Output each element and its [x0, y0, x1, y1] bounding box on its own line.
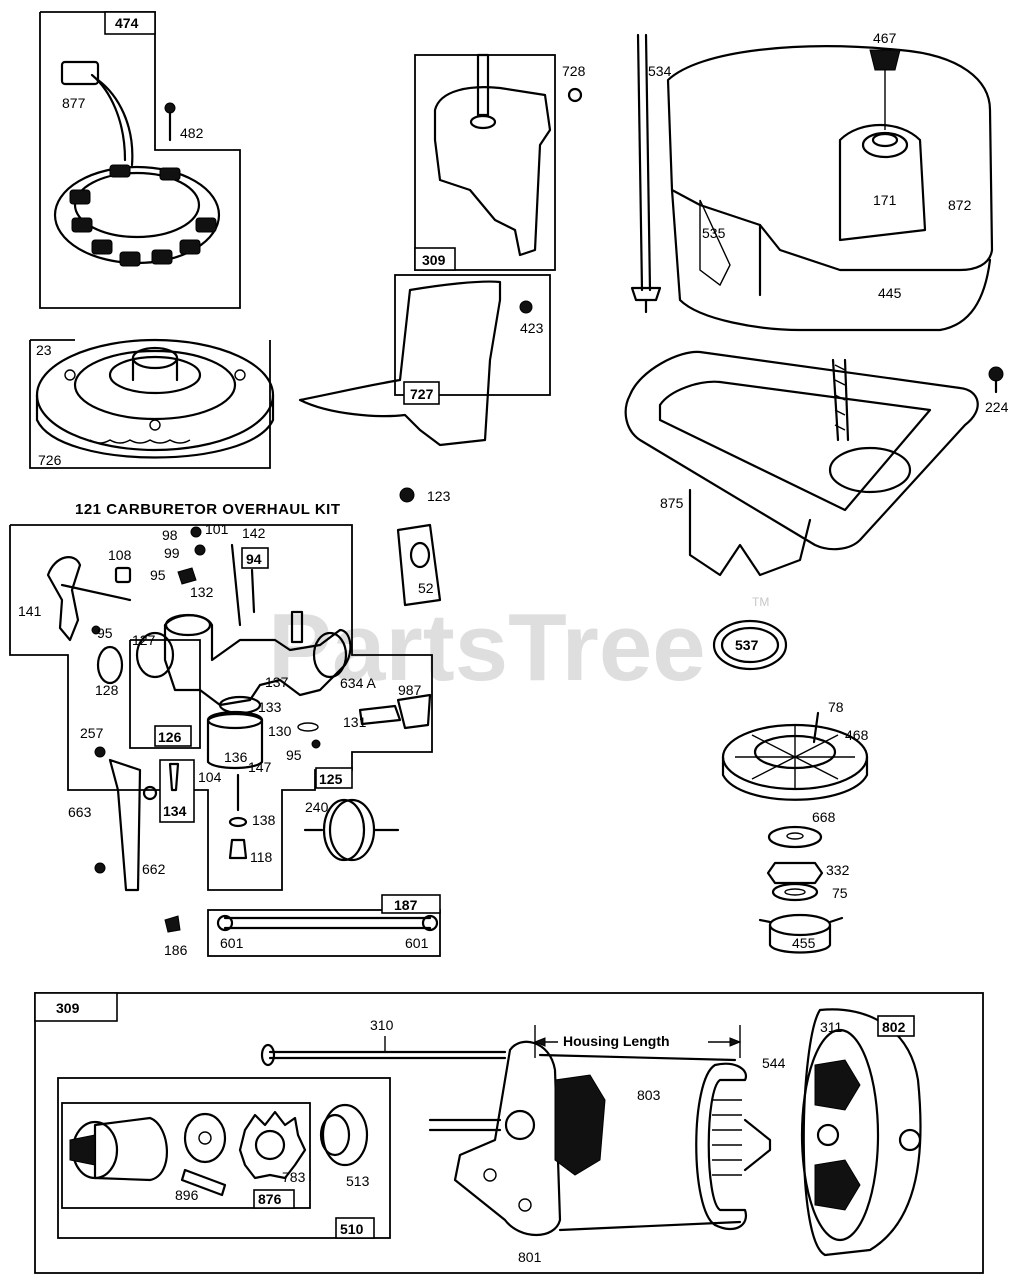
callout-601-b: 601	[405, 935, 429, 951]
air-cleaner-base-group	[624, 350, 979, 577]
fuel-filter-group	[303, 798, 400, 862]
callout-94: 94	[246, 551, 262, 567]
callout-455: 455	[792, 935, 816, 951]
callout-601-a: 601	[220, 935, 244, 951]
callout-783: 783	[282, 1169, 306, 1185]
starter-motor-group	[34, 992, 984, 1274]
callout-482: 482	[180, 125, 204, 141]
callout-104: 104	[198, 769, 222, 785]
starter-clutch-group	[721, 711, 869, 954]
callout-134: 134	[163, 803, 187, 819]
callout-171: 171	[873, 192, 897, 208]
callout-labels: 474 877 482 728 309 534 467 171 872 535 …	[18, 15, 1009, 1265]
callout-311: 311	[820, 1019, 843, 1035]
callout-95-b: 95	[97, 625, 113, 641]
callout-126: 126	[158, 729, 182, 745]
callout-118: 118	[250, 849, 273, 865]
flywheel-group	[29, 338, 275, 469]
callout-309-b: 309	[56, 1000, 80, 1016]
callout-23: 23	[36, 342, 52, 358]
callout-474: 474	[115, 15, 139, 31]
seal-537	[712, 619, 788, 671]
callout-663: 663	[68, 804, 92, 820]
callout-95-a: 95	[150, 567, 166, 583]
callout-467: 467	[873, 30, 897, 46]
callout-125: 125	[319, 771, 343, 787]
callout-52: 52	[418, 580, 434, 596]
callout-877: 877	[62, 95, 86, 111]
alternator-group	[39, 11, 241, 309]
callout-257: 257	[80, 725, 104, 741]
callout-141: 141	[18, 603, 42, 619]
callout-875: 875	[660, 495, 684, 511]
callout-309-a: 309	[422, 252, 446, 268]
callout-240: 240	[305, 799, 329, 815]
callout-101: 101	[205, 521, 229, 537]
callout-468: 468	[845, 727, 869, 743]
screw-icon	[164, 102, 176, 114]
callout-876: 876	[258, 1191, 282, 1207]
callout-224: 224	[985, 399, 1009, 415]
callout-137: 137	[265, 674, 289, 690]
callout-130: 130	[268, 723, 292, 739]
callout-513: 513	[346, 1173, 370, 1189]
callout-668: 668	[812, 809, 836, 825]
callout-872: 872	[948, 197, 972, 213]
callout-136: 136	[224, 749, 248, 765]
callout-544: 544	[762, 1055, 786, 1071]
fuel-tank-group	[666, 45, 994, 332]
callout-123: 123	[427, 488, 451, 504]
watermark: PartsTree	[268, 594, 706, 701]
callout-75: 75	[832, 885, 848, 901]
callout-142: 142	[242, 525, 266, 541]
dipstick-group	[630, 33, 662, 314]
callout-310: 310	[370, 1017, 394, 1033]
watermark-tm: TM	[752, 595, 769, 609]
callout-78: 78	[828, 699, 844, 715]
screw-224-icon	[988, 366, 1004, 382]
gasket-52	[396, 523, 442, 607]
callout-534: 534	[648, 63, 672, 79]
callout-133: 133	[258, 699, 282, 715]
fuel-cap-icon	[869, 49, 901, 71]
callout-423: 423	[520, 320, 544, 336]
callout-187: 187	[394, 897, 418, 913]
callout-128: 128	[95, 682, 119, 698]
callout-726: 726	[38, 452, 62, 468]
callout-186: 186	[164, 942, 188, 958]
callout-728: 728	[562, 63, 586, 79]
callout-510: 510	[340, 1221, 364, 1237]
callout-445: 445	[878, 285, 902, 301]
callout-127: 127	[132, 632, 156, 648]
governor-group	[414, 53, 583, 271]
carburetor-group: 121 CARBURETOR OVERHAUL KIT	[9, 501, 433, 892]
callout-147: 147	[248, 759, 272, 775]
callout-98: 98	[162, 527, 178, 543]
callout-108: 108	[108, 547, 132, 563]
callout-662: 662	[142, 861, 166, 877]
callout-95-c: 95	[286, 747, 302, 763]
callout-801: 801	[518, 1249, 542, 1265]
callout-896: 896	[175, 1187, 199, 1203]
callout-138: 138	[252, 812, 276, 828]
kit-title: 121 CARBURETOR OVERHAUL KIT	[75, 501, 340, 518]
callout-634a: 634 A	[340, 675, 376, 691]
callout-537: 537	[735, 637, 759, 653]
callout-99: 99	[164, 545, 180, 561]
callout-803: 803	[637, 1087, 661, 1103]
stator-coils	[69, 164, 217, 267]
housing-length-label: Housing Length	[563, 1033, 670, 1049]
callout-727: 727	[410, 386, 434, 402]
callout-131: 131	[343, 714, 367, 730]
connector-plug	[60, 60, 100, 86]
air-guide-group	[298, 274, 551, 447]
callout-332: 332	[826, 862, 850, 878]
callout-987: 987	[398, 682, 422, 698]
callout-802: 802	[882, 1019, 906, 1035]
callout-535: 535	[702, 225, 726, 241]
callout-132: 132	[190, 584, 214, 600]
